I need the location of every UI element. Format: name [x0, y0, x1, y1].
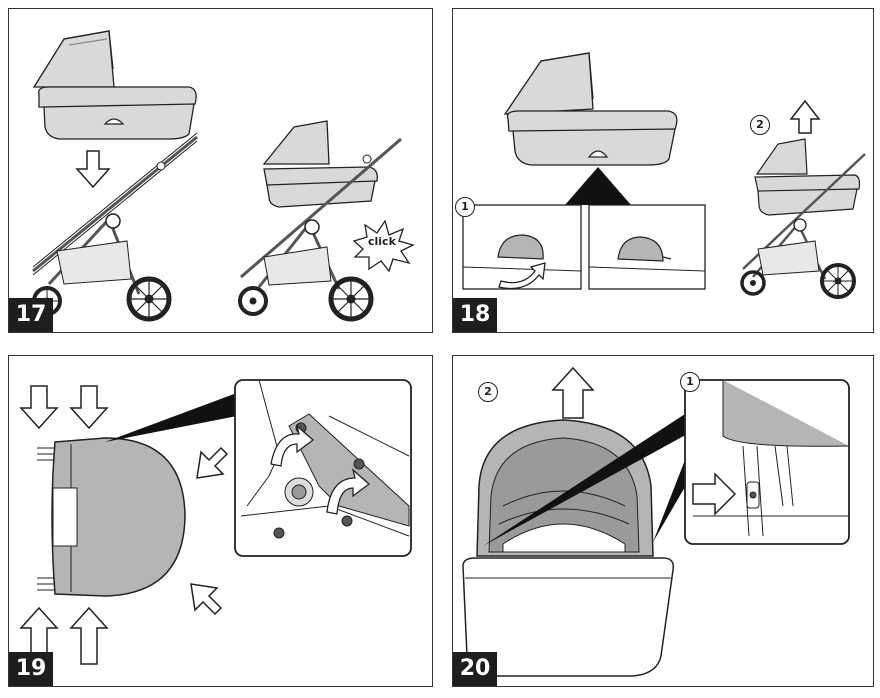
- up-arrow: [551, 366, 595, 419]
- callout-2: 2: [750, 115, 770, 135]
- callout-2: 2: [478, 382, 498, 402]
- zoom-detail: [240, 379, 410, 539]
- curved-arrow: [498, 262, 546, 290]
- panel-step-20: 2 1 20: [452, 355, 874, 687]
- zoom-pointer: [105, 394, 237, 442]
- step-17-illustration: [32, 30, 415, 322]
- panel-step-17: click 17: [8, 8, 433, 333]
- callout-1: 1: [680, 372, 700, 392]
- panel-step-18: 1 2 18: [452, 8, 874, 333]
- step-number: 18: [453, 298, 497, 332]
- rear-wheel-left: [126, 276, 172, 322]
- step-number: 19: [9, 652, 53, 686]
- step-number: 20: [453, 652, 497, 686]
- zoom-pointer-right: [653, 460, 689, 542]
- press-arrow-top-right: [69, 385, 109, 430]
- rotate-arrow-2: [326, 468, 371, 515]
- basket: [56, 240, 132, 285]
- press-arrow-top-left: [19, 385, 59, 430]
- click-label: click: [368, 235, 396, 248]
- detail-pointer: [565, 167, 631, 205]
- step-20-illustration: [462, 366, 850, 677]
- step-number: 17: [9, 298, 53, 332]
- press-arrow-diagonal-bottom: [190, 583, 223, 616]
- step-19-illustration: [19, 379, 412, 665]
- down-arrow: [75, 150, 111, 189]
- stroller-with-carrycot: [238, 120, 402, 322]
- stroller-small: [740, 138, 866, 299]
- press-arrow-bottom-left: [19, 606, 59, 659]
- press-arrow-bottom-right: [69, 606, 109, 665]
- press-arrow-diagonal-top: [196, 446, 229, 479]
- panel-step-19: 19: [8, 355, 433, 687]
- zoom-detail: [693, 380, 850, 537]
- step-18-illustration: [462, 52, 866, 299]
- push-arrow: [692, 472, 737, 516]
- frame-hinge: [105, 213, 121, 229]
- up-arrow: [789, 99, 821, 134]
- canopy-top-view: [51, 437, 186, 597]
- rotate-arrow-1: [270, 424, 315, 467]
- carrycot: [32, 30, 197, 140]
- carrycot: [503, 52, 678, 166]
- handle-joint: [156, 161, 166, 171]
- callout-1: 1: [455, 197, 475, 217]
- click-starburst: [352, 219, 415, 273]
- zoom-pointer-left: [483, 414, 691, 546]
